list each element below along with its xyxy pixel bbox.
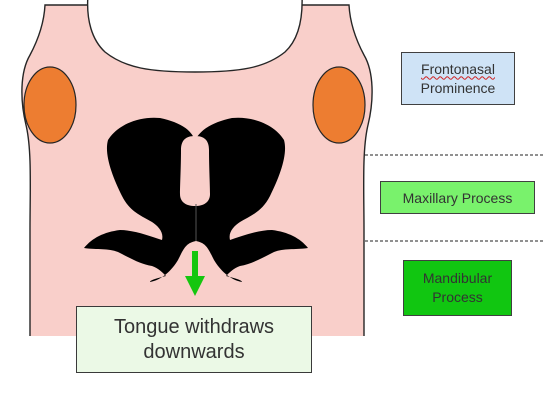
tongue-caption: Tongue withdraws downwards: [76, 306, 312, 373]
maxillary-label-text: Maxillary Process: [402, 189, 513, 206]
frontonasal-prominence-label: Frontonasal Prominence: [401, 52, 515, 105]
tongue-caption-line2: downwards: [143, 340, 245, 363]
upper-opening: [86, 0, 303, 73]
frontonasal-label-line1: Frontonasal: [421, 60, 495, 77]
mandibular-label-line1: Mandibular: [422, 270, 493, 286]
right-prominence: [312, 66, 366, 144]
nasal-notch: [180, 136, 210, 206]
mandibular-process-label: Mandibular Process: [403, 260, 512, 316]
arrow-down-icon: [185, 251, 205, 296]
maxillary-process-label: Maxillary Process: [380, 181, 535, 214]
left-prominence: [23, 66, 77, 144]
frontonasal-label-line2: Prominence: [420, 79, 496, 96]
mandibular-label-line2: Process: [432, 289, 483, 305]
tongue-caption-line1: Tongue withdraws: [113, 315, 275, 338]
